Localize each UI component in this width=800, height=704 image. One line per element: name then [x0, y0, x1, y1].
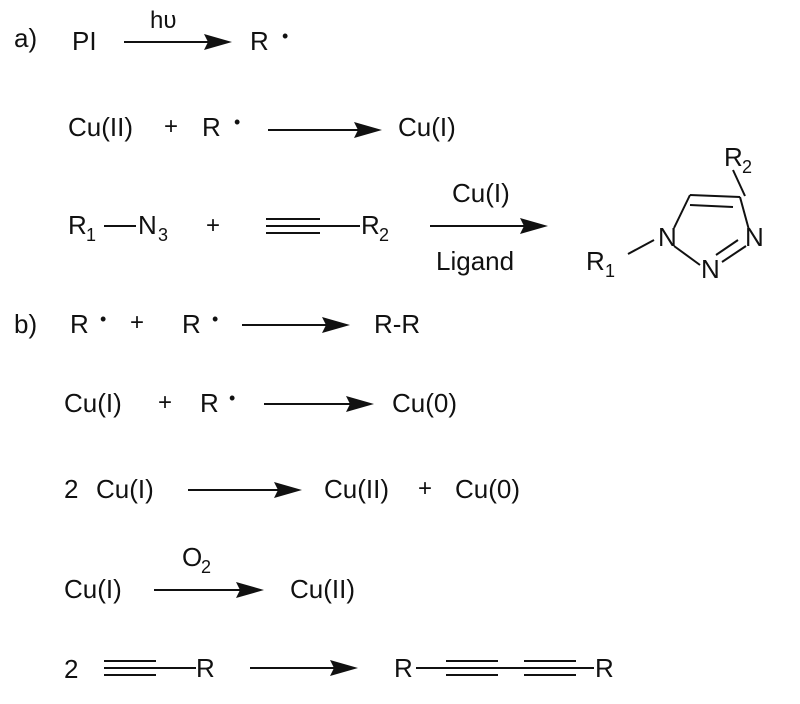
- copper-ii: Cu(II): [290, 574, 355, 604]
- triazole-bond: [689, 194, 741, 198]
- triazole-bond: [673, 245, 701, 266]
- copper-0: Cu(0): [392, 388, 457, 418]
- reaction-b3: 2 Cu(I) Cu(II) + Cu(0): [64, 474, 520, 504]
- plus-sign: +: [206, 212, 220, 239]
- copper-i: Cu(I): [64, 574, 122, 604]
- arrowhead: [322, 317, 350, 333]
- arrowhead: [274, 482, 302, 498]
- plus-sign: +: [130, 309, 144, 336]
- triazole-n3: N: [745, 222, 764, 252]
- radical-r: R: [250, 26, 269, 56]
- copper-i: Cu(I): [398, 112, 456, 142]
- copper-ii: Cu(II): [324, 474, 389, 504]
- radical-dot: •: [100, 309, 106, 329]
- diyne-r: R: [595, 653, 614, 683]
- triazole-r2-subscript: 2: [742, 157, 752, 177]
- radical-dot: •: [234, 112, 240, 132]
- coefficient: 2: [64, 474, 78, 504]
- radical-r: R: [200, 388, 219, 418]
- catalyst-label: Cu(I): [452, 178, 510, 208]
- coefficient: 2: [64, 654, 78, 684]
- arrowhead: [330, 660, 358, 676]
- reaction-b1: R • + R • R-R: [70, 309, 420, 339]
- triazole-n2: N: [701, 254, 720, 284]
- alkyne-r: R: [196, 653, 215, 683]
- ligand-label: Ligand: [436, 246, 514, 276]
- radical-r: R: [202, 112, 221, 142]
- arrowhead: [520, 218, 548, 234]
- arrowhead: [354, 122, 382, 138]
- triazole-product: R 2 N N N R 1: [586, 142, 764, 284]
- alkyne-r: R: [361, 210, 380, 240]
- triazole-bond: [673, 194, 691, 229]
- triazole-bond: [689, 204, 734, 208]
- azide-n: N: [138, 210, 157, 240]
- radical-dot: •: [282, 26, 288, 46]
- section-a-label: a): [14, 23, 37, 53]
- copper-0: Cu(0): [455, 474, 520, 504]
- radical-r: R: [70, 309, 89, 339]
- arrowhead: [236, 582, 264, 598]
- radical-dot: •: [229, 388, 235, 408]
- triazole-bond: [715, 239, 739, 256]
- copper-i: Cu(I): [64, 388, 122, 418]
- triazole-bond: [732, 169, 746, 197]
- plus-sign: +: [164, 113, 178, 140]
- coupling-product: R-R: [374, 309, 420, 339]
- photoinitiator: PI: [72, 26, 97, 56]
- azide-r: R: [68, 210, 87, 240]
- arrowhead: [346, 396, 374, 412]
- azide-r-subscript: 1: [86, 225, 96, 245]
- plus-sign: +: [158, 389, 172, 416]
- radical-r: R: [182, 309, 201, 339]
- reaction-b5: 2 R R R: [64, 653, 614, 684]
- reaction-b2: Cu(I) + R • Cu(0): [64, 388, 457, 418]
- arrowhead: [204, 34, 232, 50]
- copper-i: Cu(I): [96, 474, 154, 504]
- triazole-r1: R: [586, 246, 605, 276]
- radical-dot: •: [212, 309, 218, 329]
- reaction-a1: PI hυ R •: [72, 7, 288, 56]
- triazole-r1-subscript: 1: [605, 261, 615, 281]
- reaction-a3: R 1 N 3 + R 2 Cu(I) Ligand R 2 N: [68, 142, 764, 284]
- azide-n-subscript: 3: [158, 225, 168, 245]
- diyne-r: R: [394, 653, 413, 683]
- triazole-r2: R: [724, 142, 743, 172]
- triazole-bond: [739, 196, 750, 231]
- triazole-n1: N: [658, 222, 677, 252]
- triazole-bond: [627, 239, 655, 255]
- alkyne-r-subscript: 2: [379, 225, 389, 245]
- copper-ii: Cu(II): [68, 112, 133, 142]
- plus-sign: +: [418, 475, 432, 502]
- oxygen: O: [182, 542, 202, 572]
- light-condition: hυ: [150, 7, 176, 34]
- oxygen-subscript: 2: [201, 557, 211, 577]
- section-b-label: b): [14, 309, 37, 339]
- reaction-a2: Cu(II) + R • Cu(I): [68, 112, 456, 142]
- reaction-b4: Cu(I) O 2 Cu(II): [64, 542, 355, 604]
- triazole-bond: [721, 245, 747, 263]
